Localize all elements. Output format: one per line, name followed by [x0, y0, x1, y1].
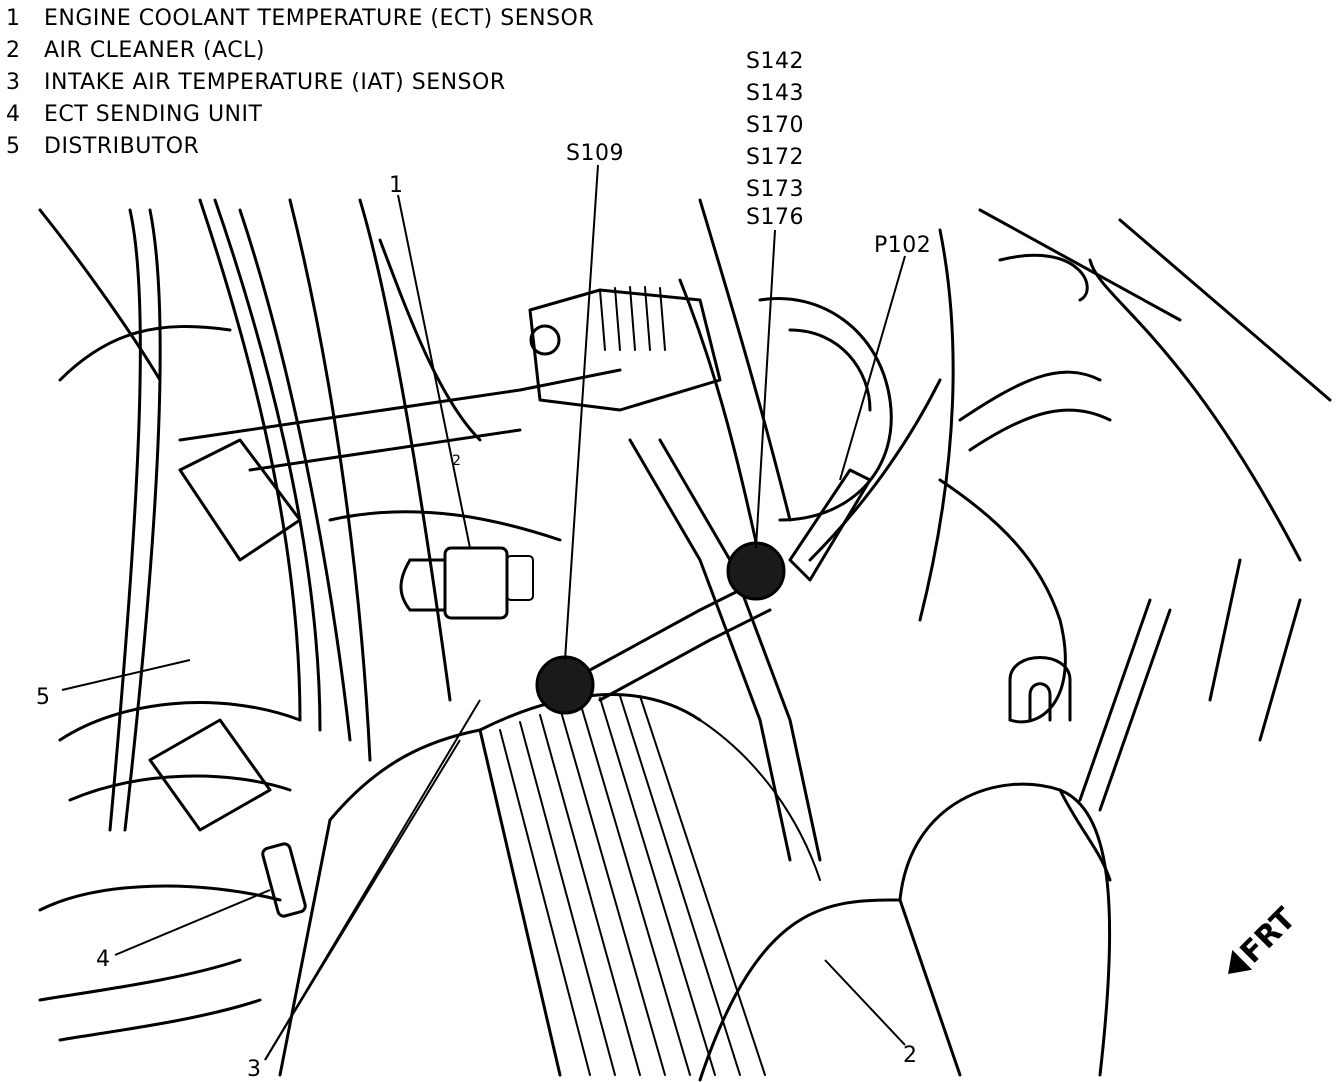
- legend-num-4: 4: [6, 102, 20, 127]
- front-direction-indicator: FRT: [1228, 901, 1303, 974]
- legend-label-2: AIR CLEANER (ACL): [44, 38, 265, 63]
- callouts: 1 2 3 4 5 2: [36, 173, 917, 1082]
- splice-label-s173: S173: [746, 177, 804, 202]
- legend-label-5: DISTRIBUTOR: [44, 134, 199, 159]
- legend-num-1: 1: [6, 6, 20, 31]
- splice-label-s109: S109: [566, 141, 624, 166]
- legend-num-2: 2: [6, 38, 20, 63]
- front-arrow-icon: [1228, 949, 1253, 974]
- legend-num-5: 5: [6, 134, 20, 159]
- splice-label-s170: S170: [746, 113, 804, 138]
- leader-lines: [61, 164, 906, 1061]
- splice-label-s143: S143: [746, 81, 804, 106]
- callout-3: 3: [247, 1057, 261, 1082]
- callout-inner-2: 2: [452, 453, 461, 469]
- splice-s109-dot: [535, 655, 595, 715]
- legend-num-3: 3: [6, 70, 20, 95]
- callout-5: 5: [36, 685, 50, 710]
- legend-label-3: INTAKE AIR TEMPERATURE (IAT) SENSOR: [44, 70, 506, 95]
- engine-outlines: [38, 198, 1332, 1082]
- splice-group-dot: [726, 541, 786, 601]
- splice-label-s142: S142: [746, 49, 804, 74]
- splice-label-s172: S172: [746, 145, 804, 170]
- callout-2: 2: [903, 1043, 917, 1068]
- callout-1: 1: [389, 173, 403, 198]
- splice-labels: S142 S143 S170 S172 S173 S176 S109 P102: [566, 49, 931, 258]
- legend: 1 ENGINE COOLANT TEMPERATURE (ECT) SENSO…: [6, 6, 594, 159]
- callout-4: 4: [96, 947, 110, 972]
- legend-label-4: ECT SENDING UNIT: [44, 102, 262, 127]
- front-label: FRT: [1234, 901, 1303, 970]
- splice-label-s176: S176: [746, 205, 804, 230]
- connector-label-p102: P102: [874, 233, 931, 258]
- legend-label-1: ENGINE COOLANT TEMPERATURE (ECT) SENSOR: [44, 6, 594, 31]
